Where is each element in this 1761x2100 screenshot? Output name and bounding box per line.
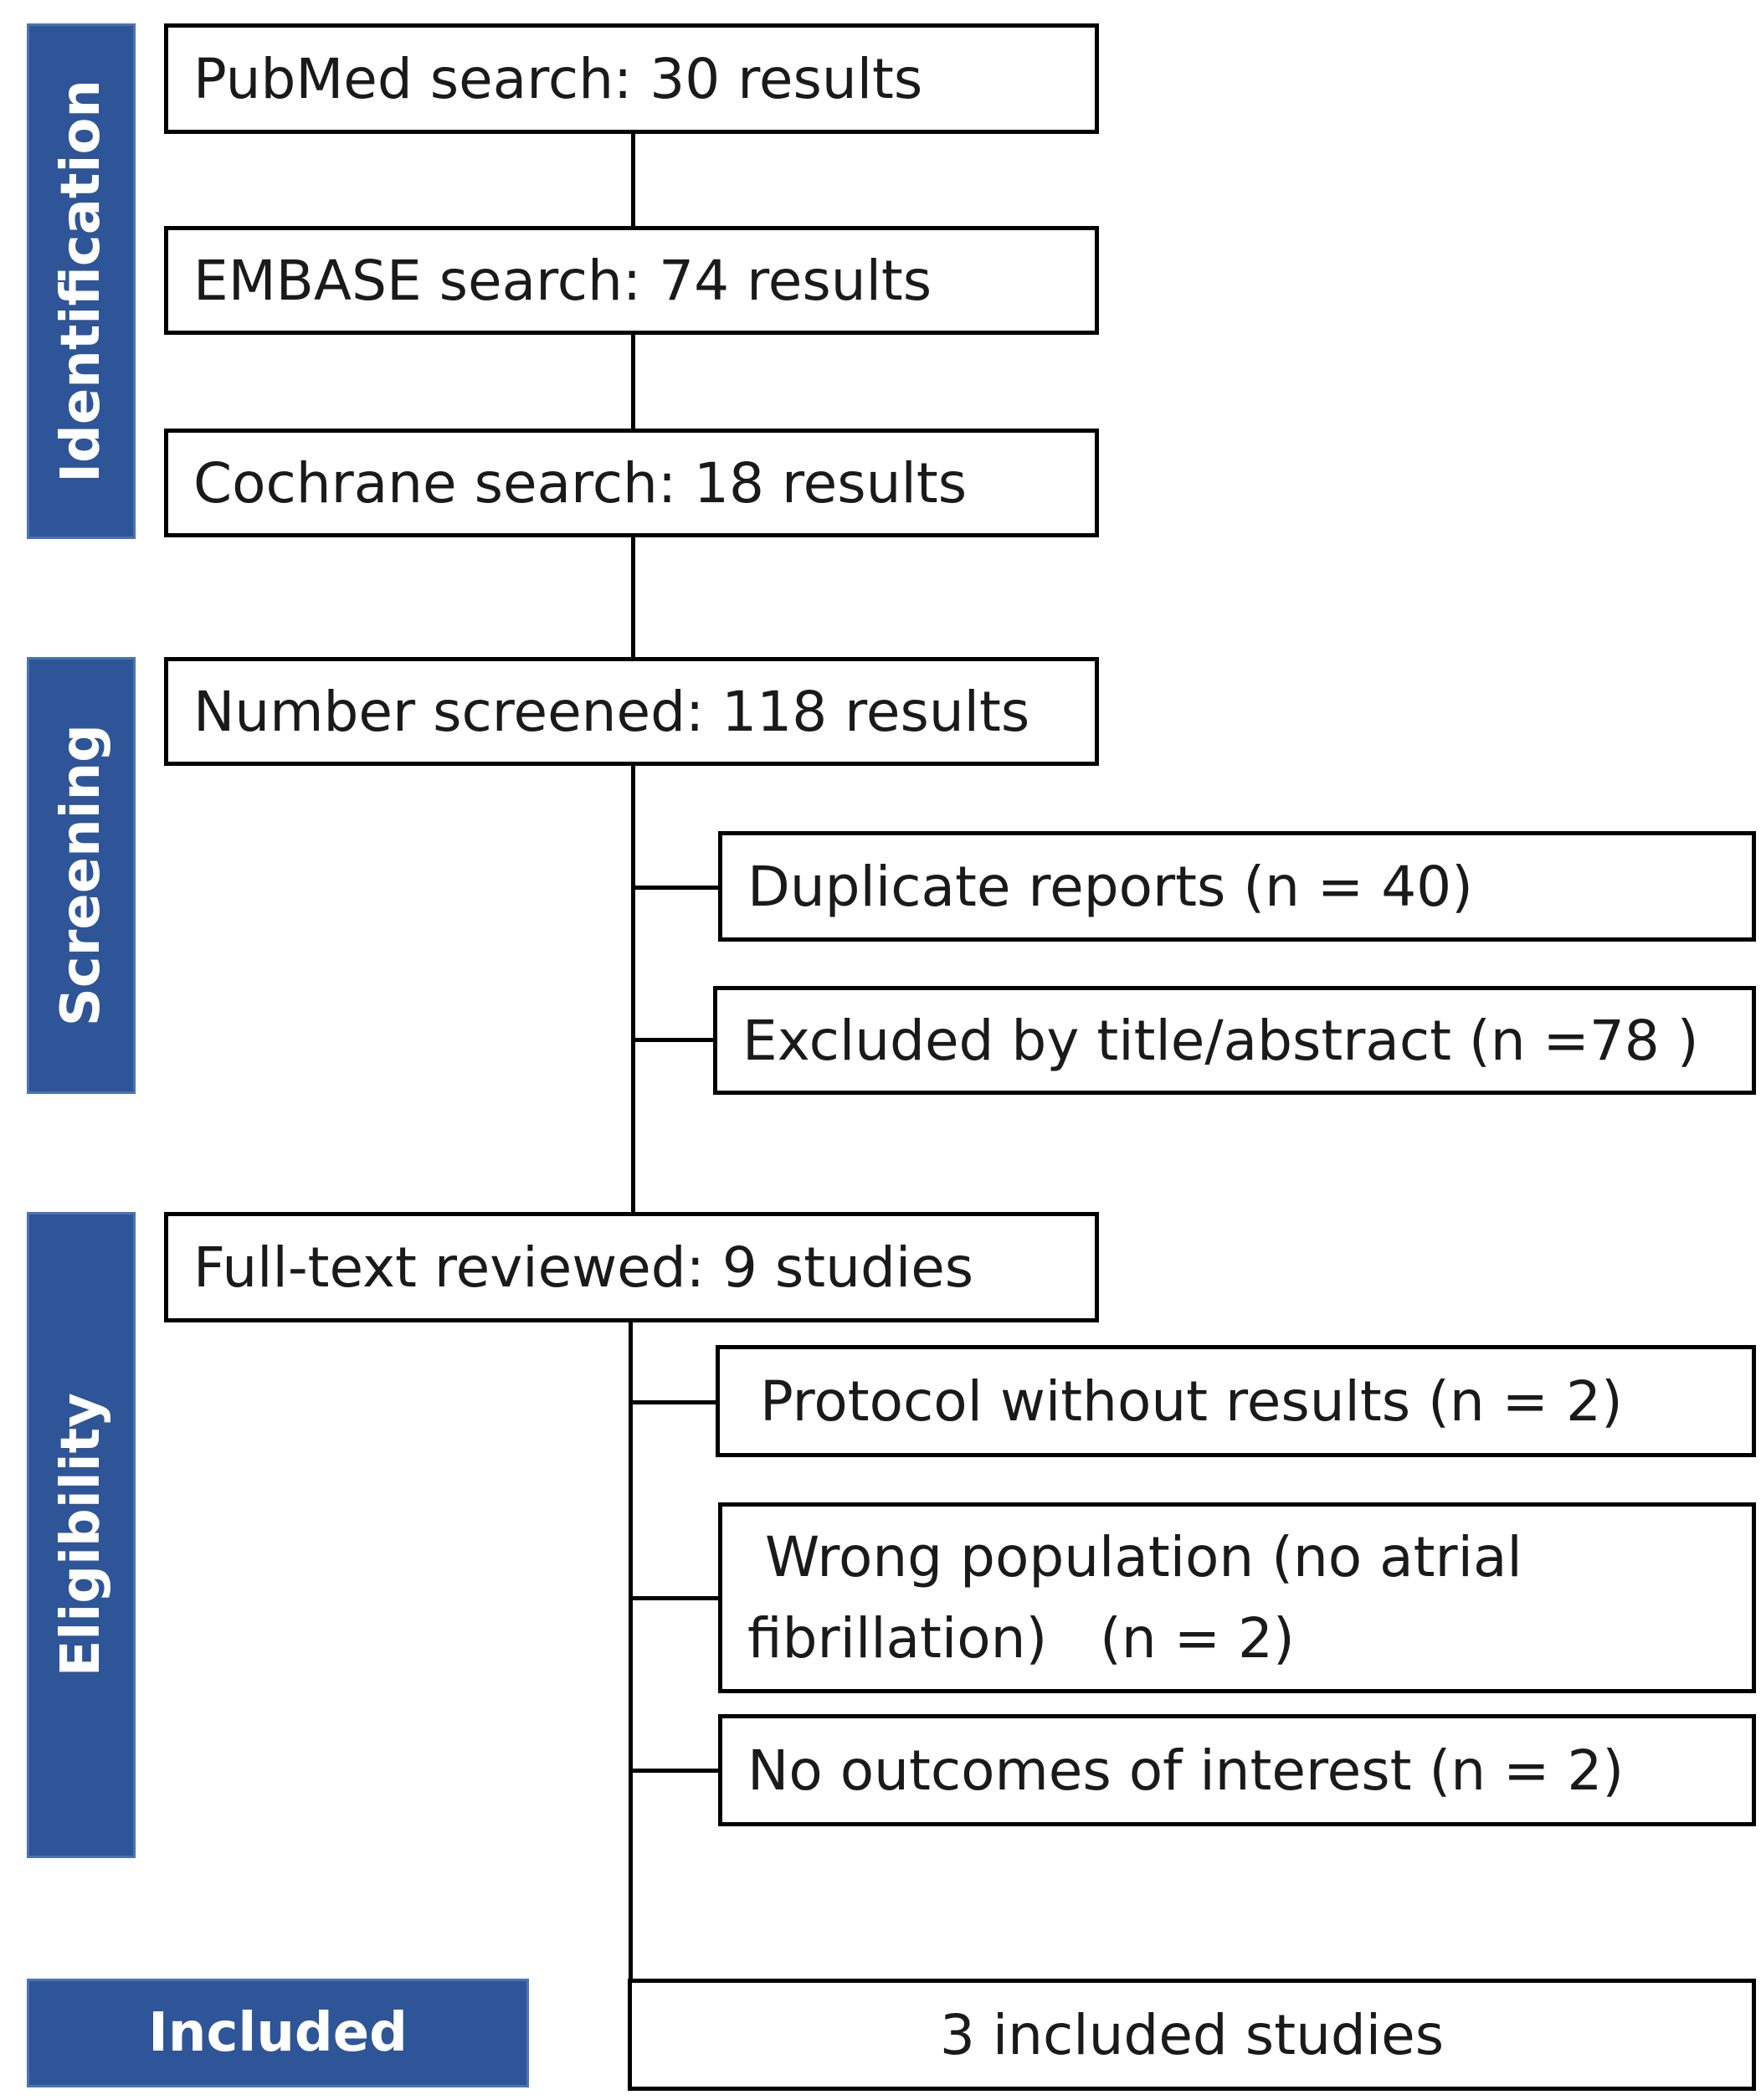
included-studies-text: 3 included studies	[939, 2002, 1445, 2067]
branch-wrong-population	[630, 1596, 721, 1600]
number-screened-text: Number screened: 118 results	[193, 679, 1030, 744]
no-outcomes-box: No outcomes of interest (n = 2)	[718, 1714, 1756, 1826]
branch-protocol	[630, 1400, 718, 1404]
full-text-reviewed-text: Full-text reviewed: 9 studies	[193, 1235, 974, 1300]
stage-screening-label: Screening	[50, 724, 112, 1027]
no-outcomes-text: No outcomes of interest (n = 2)	[747, 1738, 1625, 1803]
pubmed-search-box: PubMed search: 30 results	[164, 23, 1099, 134]
included-studies-box: 3 included studies	[628, 1979, 1756, 2091]
protocol-without-results-text: Protocol without results (n = 2)	[760, 1368, 1623, 1434]
branch-no-outcomes	[630, 1769, 721, 1773]
number-screened-box: Number screened: 118 results	[164, 657, 1099, 766]
excluded-title-abstract-box: Excluded by title/abstract (n =78 )	[713, 986, 1756, 1095]
connector-cochrane-screened	[631, 534, 635, 660]
protocol-without-results-box: Protocol without results (n = 2)	[716, 1345, 1756, 1457]
connector-screened-fulltext	[631, 762, 635, 1217]
stage-eligibility-label: Eligibility	[50, 1393, 112, 1677]
excluded-title-abstract-text: Excluded by title/abstract (n =78 )	[742, 1008, 1699, 1073]
cochrane-search-text: Cochrane search: 18 results	[193, 450, 968, 516]
wrong-population-box: Wrong population (no atrial fibrillation…	[718, 1502, 1756, 1693]
stage-eligibility: Eligibility	[27, 1212, 136, 1858]
embase-search-box: EMBASE search: 74 results	[164, 226, 1099, 335]
connector-fulltext-included	[629, 1321, 633, 1980]
duplicate-reports-text: Duplicate reports (n = 40)	[747, 854, 1473, 919]
pubmed-search-text: PubMed search: 30 results	[193, 46, 923, 111]
stage-identification: Identification	[27, 23, 136, 539]
stage-screening: Screening	[27, 657, 136, 1094]
cochrane-search-box: Cochrane search: 18 results	[164, 429, 1099, 537]
stage-included-label: Included	[148, 2002, 408, 2064]
branch-duplicates	[633, 886, 721, 890]
connector-embase-cochrane	[631, 333, 635, 430]
connector-pubmed-embase	[631, 132, 635, 229]
embase-search-text: EMBASE search: 74 results	[193, 248, 932, 313]
wrong-population-text: Wrong population (no atrial fibrillation…	[747, 1525, 1540, 1671]
stage-included: Included	[27, 1979, 529, 2087]
branch-excluded-title	[633, 1038, 716, 1042]
duplicate-reports-box: Duplicate reports (n = 40)	[718, 831, 1756, 942]
stage-identification-label: Identification	[50, 80, 112, 483]
full-text-reviewed-box: Full-text reviewed: 9 studies	[164, 1212, 1099, 1322]
